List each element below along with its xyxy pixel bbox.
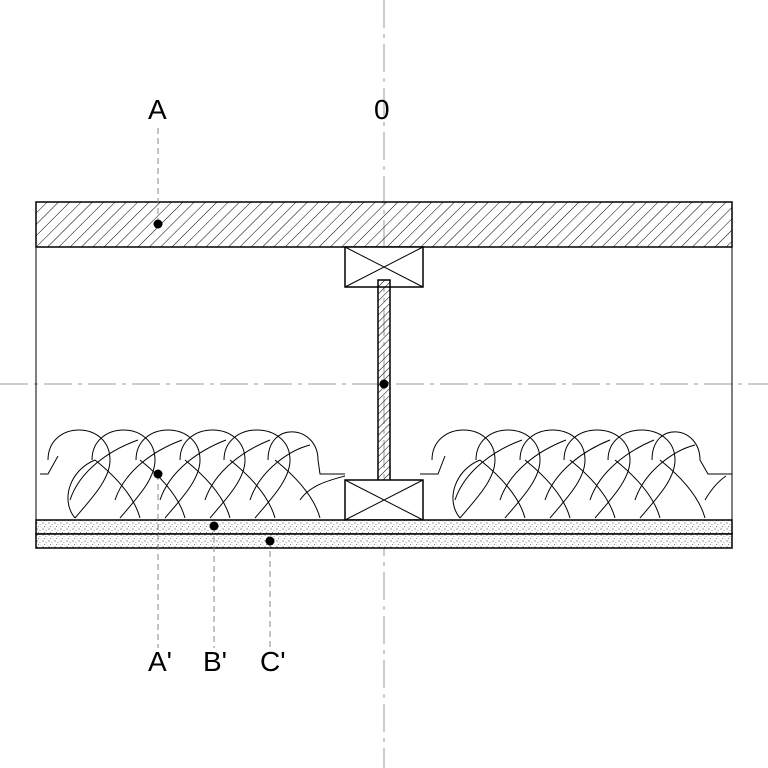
point-b-prime-dot [209, 521, 219, 531]
insulation-right [420, 429, 732, 519]
label-a: A [148, 94, 167, 125]
top-board [35, 201, 733, 248]
point-zero-dot [379, 379, 389, 389]
bottom-board-lower [35, 533, 733, 549]
label-zero: 0 [374, 94, 390, 125]
point-c-prime-dot [265, 536, 275, 546]
label-b-prime: B' [203, 646, 228, 677]
bottom-board-upper [35, 519, 733, 535]
point-a-prime-dot [153, 469, 163, 479]
bottom-timber-block [344, 479, 424, 521]
label-a-prime: A' [148, 646, 173, 677]
insulation-left [40, 429, 346, 519]
label-c-prime: C' [260, 646, 286, 677]
point-a-dot [153, 219, 163, 229]
